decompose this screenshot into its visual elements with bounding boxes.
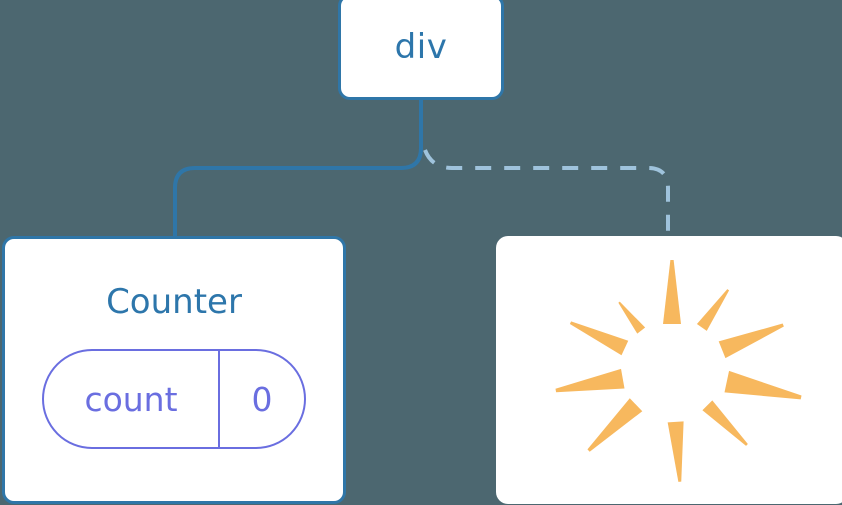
node-sparkle-burst[interactable] [496, 236, 842, 504]
sparkle-ray [667, 421, 684, 482]
node-div[interactable]: div [338, 0, 504, 100]
sparkle-burst-icon [555, 260, 802, 482]
sparkle-ray [696, 289, 730, 331]
state-key-label: count [84, 379, 178, 419]
node-counter-label: Counter [106, 282, 242, 322]
node-counter[interactable]: Counter count 0 [2, 236, 346, 504]
sparkle-ray [718, 323, 784, 359]
sparkle-ray [569, 321, 629, 356]
sparkle-ray [555, 368, 625, 393]
node-div-label: div [394, 27, 448, 67]
sparkle-ray [587, 398, 643, 452]
edge-root-to-counter [173, 98, 423, 238]
sparkle-ray [724, 370, 802, 400]
sparkle-ray [618, 301, 646, 334]
sparkle-ray [702, 400, 748, 446]
edge-root-to-sparkle [423, 149, 670, 236]
state-value-cell: 0 [220, 351, 304, 447]
state-pill[interactable]: count 0 [42, 349, 306, 449]
state-value-label: 0 [251, 379, 273, 419]
sparkle-ray [663, 260, 681, 324]
state-key-cell: count [44, 351, 220, 447]
